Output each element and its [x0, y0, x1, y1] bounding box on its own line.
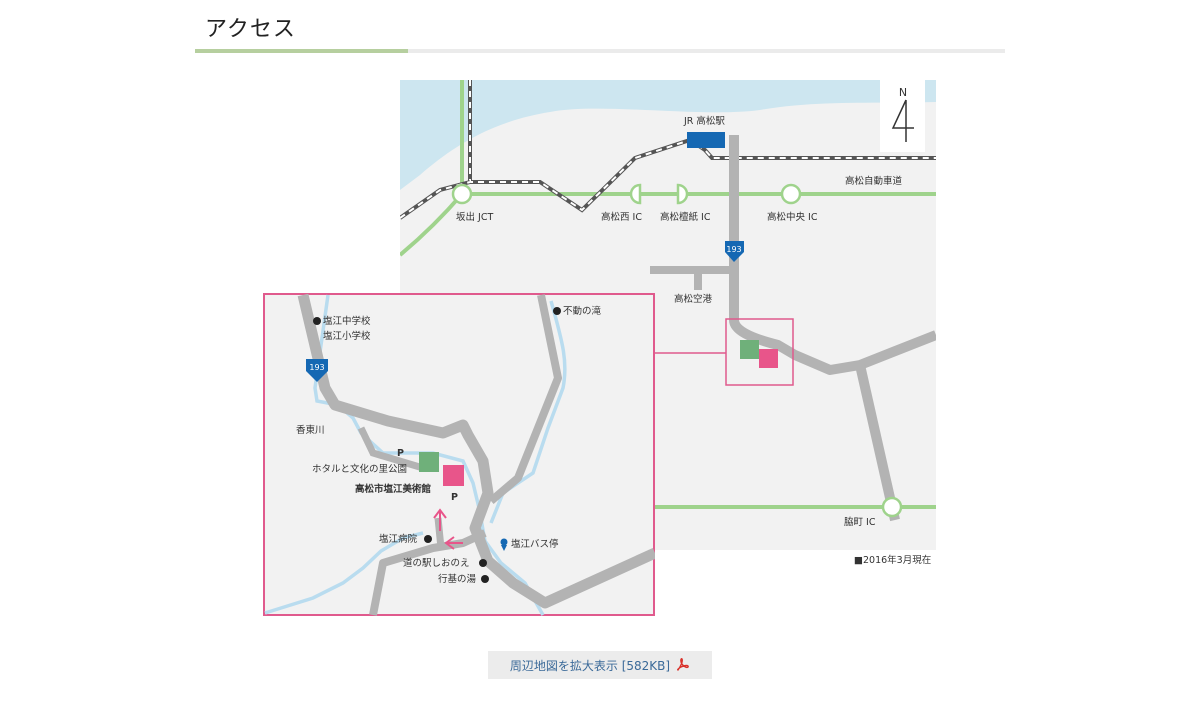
bus-stop-icon	[500, 538, 508, 551]
inset-national-road	[297, 293, 655, 609]
section-title: アクセス	[205, 17, 296, 42]
sea	[400, 80, 936, 190]
expressway-label: 高松自動車道	[845, 175, 903, 187]
station-marker	[687, 132, 725, 148]
inset-frame	[263, 293, 655, 616]
ic-takamatsu-chuo	[780, 183, 802, 205]
route-193-label: 193	[726, 245, 741, 254]
onsen-dot-icon	[481, 575, 489, 583]
ic-label-takamatsu-nishi: 高松西 IC	[601, 211, 642, 223]
museum-marker-small	[759, 349, 778, 368]
ic-takamatsu-nishi	[629, 183, 642, 205]
road-station-dot-icon	[479, 559, 487, 567]
arrow-up-icon	[433, 508, 447, 531]
label-elementary: 塩江小学校	[323, 330, 371, 342]
river-east	[489, 300, 567, 524]
label-road-station: 道の駅しおのえ	[403, 557, 470, 569]
inset-route-193-marker	[306, 359, 328, 382]
railway-dash	[469, 80, 936, 212]
station-label: JR 高松駅	[683, 115, 725, 127]
inset-route-193-label: 193	[309, 363, 324, 372]
ic-sakaide-jct	[451, 183, 473, 205]
waterfall-dot-icon	[553, 307, 561, 315]
arrow-left-icon	[444, 536, 463, 550]
label-river: 香東川	[296, 424, 325, 436]
inset-map: 193 塩江中学校 塩江小学校 不動の滝 香東川 P ホタルと文化の里公園 高松…	[263, 293, 655, 616]
park-marker-small	[740, 340, 759, 359]
inset-road-park	[357, 426, 425, 472]
inset-road-south	[369, 529, 487, 616]
compass-arrow-icon	[891, 99, 914, 142]
enlarge-map-pdf-button[interactable]: 周辺地図を拡大表示 [582KB]	[488, 651, 712, 679]
inset-road-museum-access	[434, 517, 445, 549]
park-marker	[419, 452, 439, 472]
ic-wakimachi	[881, 496, 903, 518]
ic-label-takamatsu-danshi: 高松檀紙 IC	[660, 211, 711, 223]
label-parking-1: P	[397, 448, 404, 459]
museum-marker	[443, 465, 464, 486]
ic-label-sakaide-jct: 坂出 JCT	[456, 211, 493, 223]
area-highlight-box	[725, 318, 794, 386]
route-193-marker	[725, 241, 744, 262]
map-date-note: ■2016年3月現在	[854, 554, 931, 566]
label-junior-high: 塩江中学校	[323, 315, 371, 327]
river-southwest	[264, 531, 424, 615]
title-rule-accent	[195, 49, 408, 53]
label-waterfall: 不動の滝	[563, 306, 602, 317]
label-bus-stop: 塩江バス停	[511, 538, 559, 550]
pdf-icon	[676, 658, 690, 672]
label-hospital: 塩江病院	[379, 533, 418, 545]
national-road-193	[729, 135, 936, 375]
inset-map-svg: 193 塩江中学校 塩江小学校 不動の滝 香東川 P ホタルと文化の里公園 高松…	[263, 293, 655, 616]
label-parking-2: P	[451, 492, 458, 503]
label-onsen: 行基の湯	[438, 573, 477, 585]
ic-label-wakimachi: 脇町 IC	[844, 517, 876, 528]
ic-label-takamatsu-chuo: 高松中央 IC	[767, 211, 818, 223]
enlarge-map-label: 周辺地図を拡大表示 [582KB]	[509, 658, 671, 673]
airport-road	[650, 266, 734, 290]
road-to-wakimachi	[855, 363, 900, 522]
label-park: ホタルと文化の里公園	[312, 463, 407, 475]
hospital-dot-icon	[424, 535, 432, 543]
inset-road-east	[488, 294, 562, 505]
compass-label: N	[899, 86, 907, 99]
ic-takamatsu-danshi	[676, 183, 689, 205]
school-dot-icon	[313, 317, 321, 325]
title-rule	[195, 49, 1005, 53]
airport-label: 高松空港	[674, 293, 713, 305]
label-museum: 高松市塩江美術館	[355, 483, 432, 495]
compass-box	[880, 80, 925, 152]
